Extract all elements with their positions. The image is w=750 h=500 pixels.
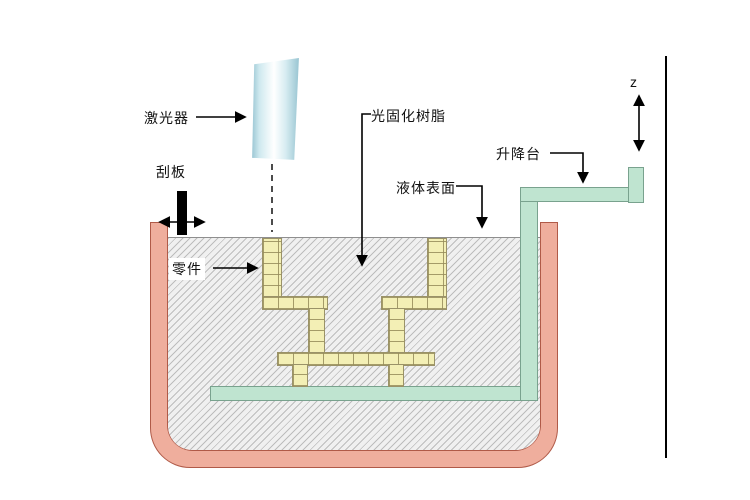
elevator-arm xyxy=(520,187,644,202)
elevator-arrow xyxy=(550,152,589,184)
liquid-resin xyxy=(168,237,540,450)
part-label: 零件 xyxy=(169,258,205,280)
part-left-leg xyxy=(292,364,308,387)
part-left-step xyxy=(262,296,328,310)
elevator-label: 升降台 xyxy=(496,146,541,162)
resin-label: 光固化树脂 xyxy=(371,108,446,124)
liquid-surface-arrow xyxy=(456,185,488,229)
part-right-step xyxy=(381,296,447,310)
part-left-top-column xyxy=(262,238,282,298)
laser-label: 激光器 xyxy=(144,110,189,126)
part-right-mid-column xyxy=(388,308,405,354)
liquid-surface-label: 液体表面 xyxy=(396,180,456,196)
scraper-blade xyxy=(177,191,187,235)
elevator-build-plate xyxy=(210,386,538,401)
part-right-leg xyxy=(388,364,404,387)
part-right-top-column xyxy=(427,238,447,298)
laser-head xyxy=(252,58,299,160)
elevator-column xyxy=(520,187,538,401)
elevator-z-stub xyxy=(628,167,644,203)
part-left-mid-column xyxy=(308,308,325,354)
z-axis-label: z xyxy=(630,74,638,90)
scraper-label: 刮板 xyxy=(156,164,186,180)
part-foot-bar xyxy=(277,352,435,366)
